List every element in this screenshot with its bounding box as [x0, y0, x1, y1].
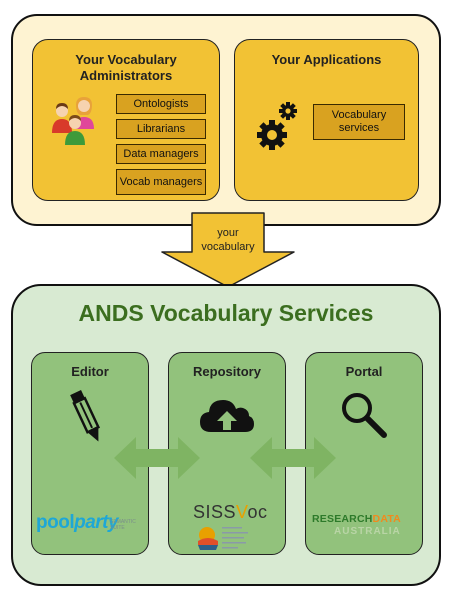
poolparty-logo: poolparty	[36, 512, 119, 534]
down-arrow	[161, 212, 295, 288]
sissvoc-logo-b: oc	[247, 502, 268, 522]
people-icon	[52, 97, 94, 145]
sissvoc-logo-a: SISS	[193, 502, 237, 522]
research-data-australia: AUSTRALIA	[334, 526, 401, 537]
research-data-logo-data: DATA	[372, 513, 401, 525]
applications-title: Your Applications	[271, 52, 382, 67]
ands-title: ANDS Vocabulary Services	[78, 300, 374, 326]
poolparty-logo-b: party	[74, 512, 119, 533]
administrators-title: Your Vocabulary Administrators	[32, 52, 220, 84]
double-arrow-editor-repository	[114, 437, 200, 479]
sissvoc-logo-v: V	[236, 502, 248, 522]
pencil-icon	[70, 389, 101, 442]
poolparty-subtitle-line1: SEMANTIC	[110, 519, 136, 525]
cloud-upload-icon	[200, 400, 254, 432]
arrow-label-line2: vocabulary	[201, 241, 255, 253]
role-data-managers: Data managers	[116, 144, 206, 164]
role-ontologists: Ontologists	[116, 94, 206, 114]
vocabulary-services-line1: Vocabulary	[331, 109, 387, 121]
arrow-label-line1: your	[217, 227, 239, 239]
role-vocab-managers: Vocab managers	[116, 169, 206, 195]
administrators-title-line2: Administrators	[79, 68, 173, 83]
gears-icon	[257, 102, 297, 150]
sissvoc-emblem	[198, 527, 248, 550]
vocabulary-services-box: Vocabulary services	[313, 104, 405, 140]
role-librarians: Librarians	[116, 119, 206, 139]
poolparty-subtitle: SEMANTIC SUITE	[110, 519, 136, 531]
research-data-logo: RESEARCHDATA	[312, 513, 401, 525]
vocabulary-services-line2: services	[338, 122, 380, 134]
magnifier-icon	[342, 393, 387, 438]
research-data-logo-research: RESEARCH	[312, 513, 373, 525]
double-arrow-repository-portal	[250, 437, 336, 479]
repository-title: Repository	[193, 364, 261, 379]
administrators-title-line1: Your Vocabulary	[75, 52, 177, 67]
poolparty-logo-a: pool	[36, 512, 75, 533]
editor-title: Editor	[71, 364, 109, 379]
portal-title: Portal	[345, 364, 383, 379]
sissvoc-logo: SISSVoc	[193, 502, 268, 523]
poolparty-subtitle-line2: SUITE	[110, 525, 125, 531]
arrow-label: your vocabulary	[190, 226, 266, 254]
